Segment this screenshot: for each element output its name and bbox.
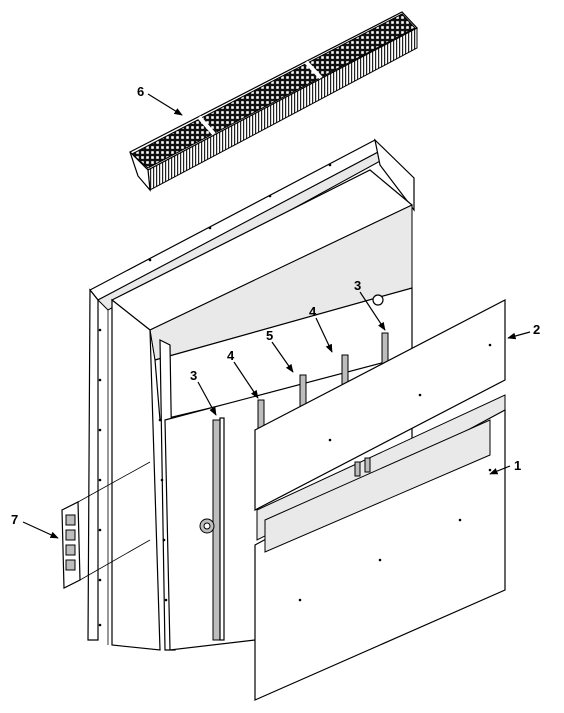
callout-3-left: 3 (190, 368, 197, 383)
callout-7: 7 (11, 512, 18, 527)
callout-5: 5 (266, 328, 273, 343)
callout-1: 1 (514, 458, 521, 473)
top-grille-assembly (128, 11, 418, 192)
callout-4-right: 4 (309, 304, 317, 319)
breaker-window (264, 419, 491, 553)
callout-3-right: 3 (354, 278, 361, 293)
callout-4-left: 4 (227, 348, 235, 363)
callout-6: 6 (137, 84, 144, 99)
rivets (98, 163, 492, 627)
rear-frame (87, 138, 415, 645)
lower-front-panel (254, 394, 506, 701)
housing-left-wall (111, 298, 176, 651)
housing-top (110, 169, 414, 421)
callout-2: 2 (533, 322, 540, 337)
terminal-module (61, 461, 151, 589)
upper-front-panel (254, 299, 506, 511)
callout-leaders (22, 93, 531, 539)
